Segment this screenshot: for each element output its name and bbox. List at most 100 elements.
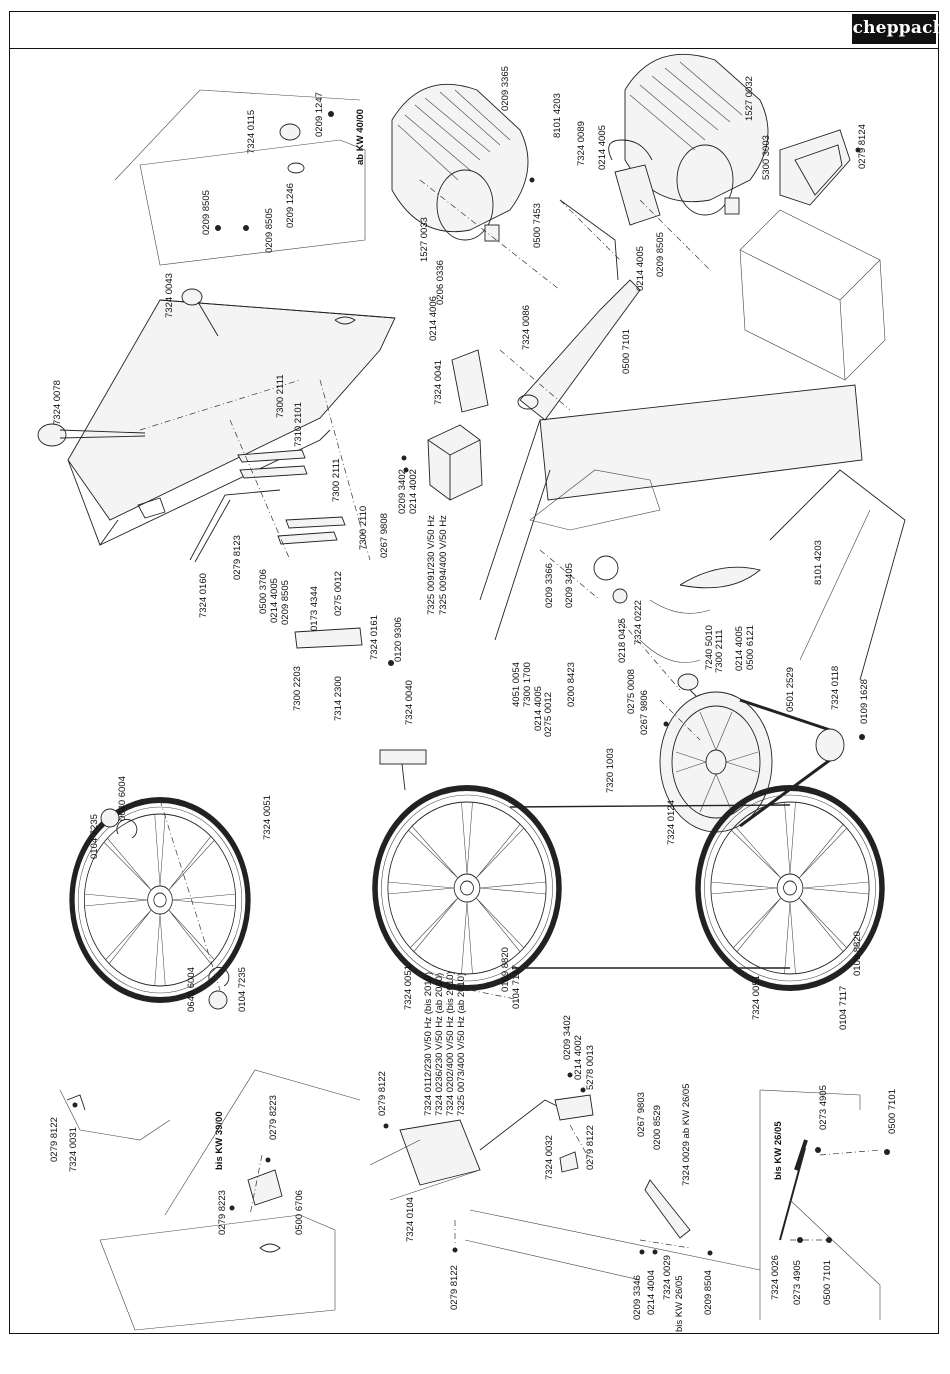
- header-divider: [9, 48, 939, 49]
- svg-text:0214 4005: 0214 4005: [269, 578, 280, 623]
- svg-text:0501 2529: 0501 2529: [785, 667, 796, 712]
- svg-text:bis KW 26/05: bis KW 26/05: [674, 1276, 685, 1333]
- svg-text:7324 0160: 7324 0160: [198, 573, 209, 618]
- svg-text:7324 0041: 7324 0041: [433, 360, 444, 405]
- svg-text:7324 0031: 7324 0031: [68, 1127, 79, 1172]
- svg-text:7300 2111: 7300 2111: [714, 630, 725, 674]
- inset-bis-kw-39-00: [59, 1069, 361, 1331]
- svg-text:0279 8123: 0279 8123: [232, 535, 243, 580]
- svg-text:7300 2110: 7300 2110: [358, 506, 369, 550]
- svg-text:7324 0026: 7324 0026: [770, 1255, 781, 1300]
- guide-bars: [189, 449, 427, 791]
- saw-band: [509, 804, 791, 969]
- svg-text:0109 1628: 0109 1628: [859, 679, 870, 724]
- svg-text:0279 8122: 0279 8122: [585, 1125, 596, 1170]
- svg-text:7300 2203: 7300 2203: [292, 666, 303, 711]
- svg-text:4051 0054: 4051 0054: [511, 662, 522, 707]
- svg-text:7324 0043: 7324 0043: [164, 273, 175, 318]
- svg-text:0209 8504: 0209 8504: [703, 1270, 714, 1315]
- svg-text:7324 0051: 7324 0051: [751, 975, 762, 1020]
- svg-text:7324 0078: 7324 0078: [52, 380, 63, 425]
- svg-text:7324 0029: 7324 0029: [662, 1255, 673, 1300]
- page-frame: [9, 11, 939, 1334]
- lower-motor-assembly: [369, 1094, 761, 1281]
- svg-text:0267 9803: 0267 9803: [636, 1092, 647, 1137]
- svg-text:0209 3365: 0209 3365: [500, 66, 511, 111]
- svg-text:7324 0124: 7324 0124: [666, 800, 677, 845]
- svg-text:7300 2111: 7300 2111: [331, 459, 342, 503]
- svg-text:0275 0012: 0275 0012: [333, 571, 344, 616]
- svg-text:0500 7101: 0500 7101: [822, 1260, 833, 1305]
- svg-text:0279 8124: 0279 8124: [857, 124, 868, 169]
- svg-text:7314 2300: 7314 2300: [333, 676, 344, 721]
- svg-text:7324 0222: 7324 0222: [633, 600, 644, 645]
- svg-text:0209 8505: 0209 8505: [280, 580, 291, 625]
- knob-7324-0115: [279, 123, 305, 174]
- svg-text:0214 4002: 0214 4002: [408, 469, 419, 514]
- assembly-lines: [139, 179, 711, 1245]
- capacitor: [608, 139, 661, 226]
- svg-text:bis KW 26/05: bis KW 26/05: [773, 1121, 784, 1180]
- svg-text:0109 8820: 0109 8820: [852, 931, 863, 976]
- svg-text:0200 8529: 0200 8529: [652, 1105, 663, 1150]
- svg-text:0209 8505: 0209 8505: [655, 232, 666, 277]
- svg-text:7324 0118: 7324 0118: [830, 666, 841, 710]
- svg-text:0209 1247: 0209 1247: [314, 92, 325, 137]
- svg-text:7310 2101: 7310 2101: [293, 402, 304, 447]
- bearings-left: [100, 808, 230, 1010]
- svg-text:7320 1003: 7320 1003: [605, 748, 616, 793]
- svg-text:7324 0029 ab KW 26/05: 7324 0029 ab KW 26/05: [681, 1084, 692, 1186]
- svg-text:7325 0094/400 V/50 Hz: 7325 0094/400 V/50 Hz: [438, 515, 449, 615]
- svg-text:0214 4005: 0214 4005: [533, 686, 544, 731]
- svg-text:7324 0089: 7324 0089: [576, 121, 587, 166]
- svg-text:0209 8505: 0209 8505: [201, 190, 212, 235]
- svg-text:7324 0161: 7324 0161: [369, 615, 380, 660]
- motor-1527-0033: [391, 83, 529, 242]
- scheppach-logo: scheppach: [843, 14, 945, 44]
- svg-text:5300 3003: 5300 3003: [761, 135, 772, 180]
- svg-text:0209 3405: 0209 3405: [564, 563, 575, 608]
- svg-text:0104 7235: 0104 7235: [237, 967, 248, 1012]
- svg-text:7324 0032: 7324 0032: [544, 1135, 555, 1180]
- svg-text:0273 4905: 0273 4905: [792, 1260, 803, 1305]
- svg-text:0209 3366: 0209 3366: [544, 563, 555, 608]
- svg-text:0206 0336: 0206 0336: [435, 260, 446, 305]
- right-cover-box: [739, 129, 886, 381]
- svg-text:7324 0112/230 V/50 Hz (bis 201: 7324 0112/230 V/50 Hz (bis 2010): [423, 972, 434, 1116]
- svg-text:0275 0012: 0275 0012: [543, 692, 554, 737]
- svg-text:7300 2111: 7300 2111: [275, 375, 286, 419]
- svg-text:0279 8122: 0279 8122: [449, 1265, 460, 1310]
- svg-text:1527 0033: 1527 0033: [419, 217, 430, 262]
- svg-text:0209 8505: 0209 8505: [264, 208, 275, 253]
- fastener-dots: [72, 111, 890, 1256]
- svg-text:0214 4005: 0214 4005: [635, 246, 646, 291]
- belt-pulley-7324-0124: [659, 691, 845, 833]
- inset-gas-spring: [759, 1089, 881, 1320]
- svg-text:ab KW 40/00: ab KW 40/00: [355, 109, 366, 165]
- svg-text:7240 5010: 7240 5010: [704, 625, 715, 670]
- part-labels: 0209 1247 7324 0115 ab KW 40/00 0209 850…: [49, 66, 898, 1332]
- svg-text:0500 3706: 0500 3706: [258, 569, 269, 614]
- upper-cover-assembly: [67, 89, 396, 546]
- svg-text:0640 6004: 0640 6004: [186, 967, 197, 1012]
- svg-text:0173 4344: 0173 4344: [309, 586, 320, 631]
- svg-text:0279 8122: 0279 8122: [49, 1117, 60, 1162]
- svg-text:0104 7117: 0104 7117: [838, 986, 849, 1030]
- svg-text:0104 7117: 0104 7117: [511, 965, 522, 1009]
- svg-text:0500 6706: 0500 6706: [294, 1190, 305, 1235]
- svg-text:0104 7235: 0104 7235: [89, 814, 100, 859]
- svg-text:0209 3402: 0209 3402: [562, 1015, 573, 1060]
- svg-text:0214 4004: 0214 4004: [646, 1270, 657, 1315]
- svg-text:0214 4006: 0214 4006: [428, 296, 439, 341]
- svg-text:7325 0091/230 V/50 Hz: 7325 0091/230 V/50 Hz: [426, 515, 437, 615]
- drive-pulley-small: [593, 555, 711, 701]
- svg-text:bis KW 39/00: bis KW 39/00: [214, 1111, 225, 1170]
- svg-text:0640 6004: 0640 6004: [117, 776, 128, 821]
- motor-1527-0032: [624, 53, 769, 216]
- svg-text:0500 7101: 0500 7101: [887, 1089, 898, 1134]
- svg-text:0209 3402: 0209 3402: [397, 469, 408, 514]
- svg-text:0214 4002: 0214 4002: [573, 1035, 584, 1080]
- svg-text:0279 8223: 0279 8223: [217, 1190, 228, 1235]
- svg-text:0209 3346: 0209 3346: [632, 1275, 643, 1320]
- switch-box: [427, 349, 489, 501]
